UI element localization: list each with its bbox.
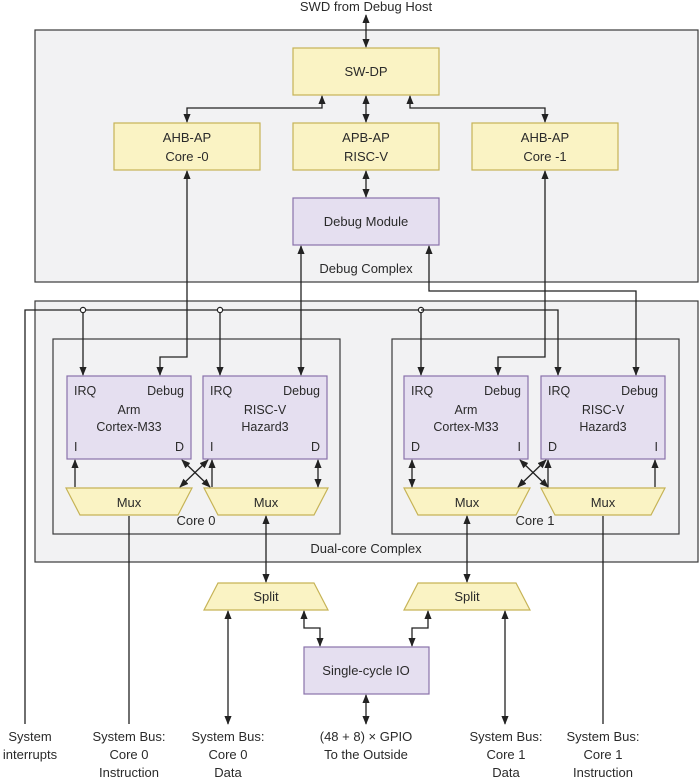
core0-mux-left[interactable] — [65, 487, 193, 516]
core1-label: Core 1 — [515, 513, 554, 528]
bus-core1-data-2: Core 1 — [486, 747, 525, 762]
core1-riscv-name1: RISC-V — [582, 403, 625, 417]
ahb-ap-core0-box[interactable] — [113, 122, 261, 171]
core0-arm-debug: Debug — [147, 384, 184, 398]
core1-arm-name2: Cortex-M33 — [433, 420, 498, 434]
interrupts-label-1: System — [8, 729, 51, 744]
bus-core0-instr-3: Instruction — [99, 765, 159, 779]
ahb-ap-core0-line2: Core -0 — [165, 149, 208, 164]
sw-dp-box[interactable] — [292, 47, 440, 96]
gpio-label-1: (48 + 8) × GPIO — [320, 729, 413, 744]
apb-ap-riscv-box[interactable] — [292, 122, 440, 171]
core0-riscv-box[interactable] — [202, 375, 328, 460]
split-right[interactable] — [403, 582, 531, 611]
bus-core0-instr-2: Core 0 — [109, 747, 148, 762]
core1-arm-debug: Debug — [484, 384, 521, 398]
core0-riscv-name2: Hazard3 — [241, 420, 288, 434]
bus-core1-instr-3: Instruction — [573, 765, 633, 779]
dual-core-complex-label: Dual-core Complex — [310, 541, 422, 556]
bus-core1-instr-2: Core 1 — [583, 747, 622, 762]
ahb-ap-core1-line2: Core -1 — [523, 149, 566, 164]
debug-module-label: Debug Module — [324, 214, 409, 229]
apb-ap-line1: APB-AP — [342, 130, 390, 145]
core0-mux-right[interactable] — [203, 487, 329, 516]
core1-riscv-box[interactable] — [540, 375, 666, 460]
split-left-label: Split — [253, 589, 279, 604]
core0-riscv-name1: RISC-V — [244, 403, 287, 417]
core1-arm-box[interactable] — [403, 375, 529, 460]
core0-riscv-debug: Debug — [283, 384, 320, 398]
core0-riscv-port-d: D — [311, 440, 320, 454]
connection-lines — [24, 14, 659, 725]
bus-core0-data-3: Data — [214, 765, 242, 779]
core0-arm-irq: IRQ — [74, 384, 97, 398]
gpio-label-2: To the Outside — [324, 747, 408, 762]
core0-mux-right-label: Mux — [254, 495, 279, 510]
core0-arm-box[interactable] — [66, 375, 192, 460]
core1-riscv-debug: Debug — [621, 384, 658, 398]
debug-complex-label: Debug Complex — [319, 261, 413, 276]
core0-arm-name1: Arm — [118, 403, 141, 417]
core1-riscv-port-d: D — [548, 440, 557, 454]
core0-label: Core 0 — [176, 513, 215, 528]
debug-module-box[interactable] — [292, 197, 440, 246]
core1-mux-left-label: Mux — [455, 495, 480, 510]
core1-mux-left[interactable] — [403, 487, 531, 516]
core1-mux-right[interactable] — [540, 487, 666, 516]
core0-riscv-irq: IRQ — [210, 384, 233, 398]
core1-mux-right-label: Mux — [591, 495, 616, 510]
apb-ap-line2: RISC-V — [344, 149, 388, 164]
core0-arm-port-d: D — [175, 440, 184, 454]
sw-dp-label: SW-DP — [344, 64, 387, 79]
swd-host-label: SWD from Debug Host — [300, 0, 433, 14]
core1-riscv-port-i: I — [655, 440, 658, 454]
bus-core1-data-1: System Bus: — [470, 729, 543, 744]
core1-arm-port-d: D — [411, 440, 420, 454]
ahb-ap-core1-line1: AHB-AP — [521, 130, 569, 145]
interrupts-label-2: interrupts — [3, 747, 58, 762]
split-right-label: Split — [454, 589, 480, 604]
core0-arm-name2: Cortex-M33 — [96, 420, 161, 434]
core0-mux-left-label: Mux — [117, 495, 142, 510]
ahb-ap-core0-line1: AHB-AP — [163, 130, 211, 145]
ahb-ap-core1-box[interactable] — [471, 122, 619, 171]
bus-core1-data-3: Data — [492, 765, 520, 779]
core0-arm-port-i: I — [74, 440, 77, 454]
core1-arm-port-i: I — [518, 440, 521, 454]
bus-core0-data-1: System Bus: — [192, 729, 265, 744]
core1-riscv-name2: Hazard3 — [579, 420, 626, 434]
bus-core0-data-2: Core 0 — [208, 747, 247, 762]
bus-core1-instr-1: System Bus: — [567, 729, 640, 744]
core0-frame — [52, 338, 341, 535]
bus-core0-instr-1: System Bus: — [93, 729, 166, 744]
core1-arm-irq: IRQ — [411, 384, 434, 398]
single-cycle-io-label: Single-cycle IO — [322, 663, 409, 678]
core0-riscv-port-i: I — [210, 440, 213, 454]
core1-riscv-irq: IRQ — [548, 384, 571, 398]
core1-arm-name1: Arm — [455, 403, 478, 417]
single-cycle-io-box[interactable] — [303, 646, 430, 695]
split-left[interactable] — [203, 582, 329, 611]
